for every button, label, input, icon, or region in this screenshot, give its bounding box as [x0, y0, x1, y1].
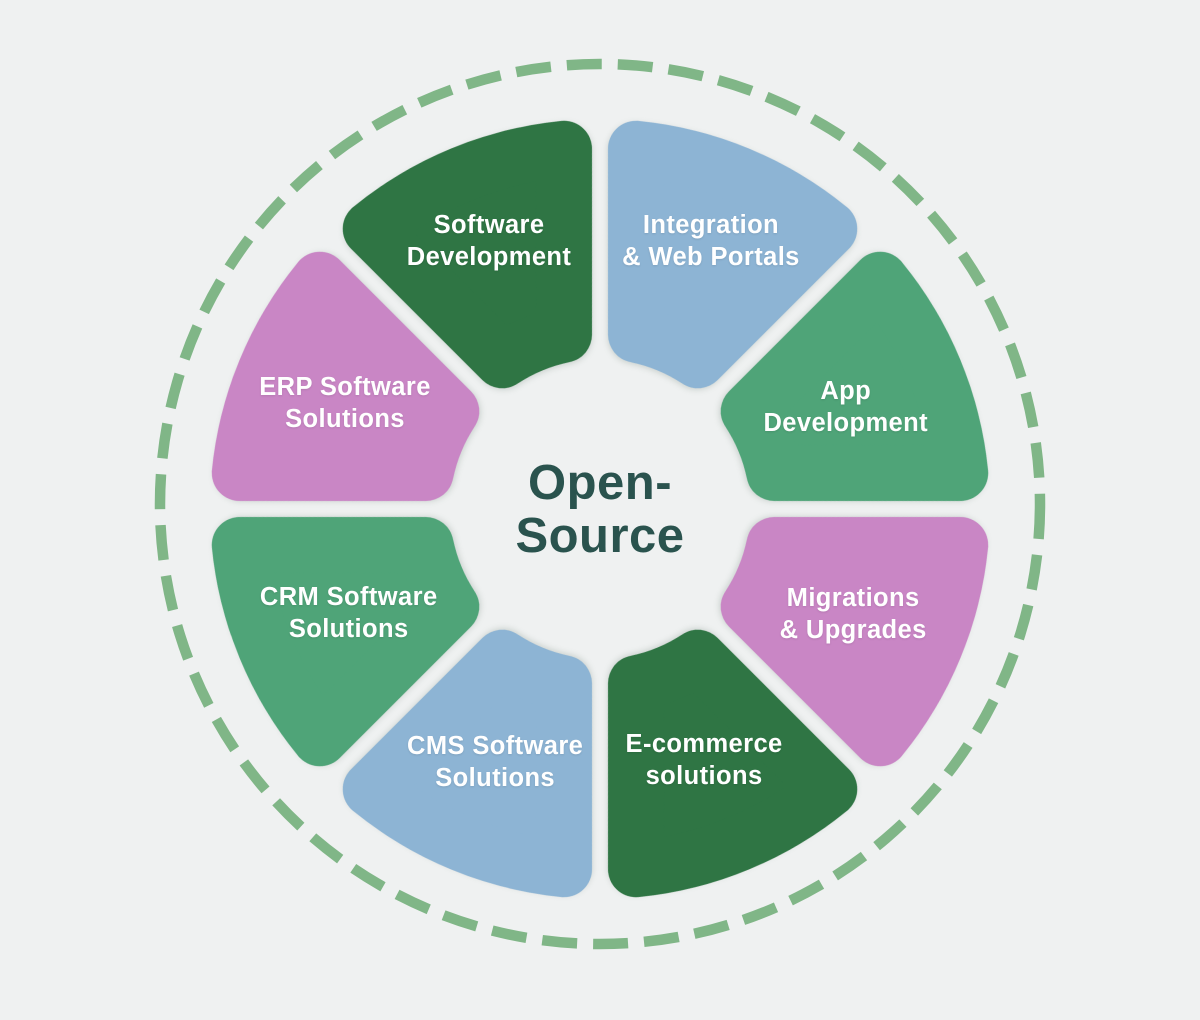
label-e-commerce-solutions: E-commerce solutions — [625, 730, 783, 791]
dashed-ring — [154, 58, 1046, 950]
label-migrations-upgrades: Migrations & Upgrades — [779, 583, 927, 644]
petal-erp-software-solutions — [211, 251, 480, 502]
label-software-development: Software Development — [406, 211, 572, 272]
petal-crm-software-solutions — [211, 516, 480, 767]
petal-e-commerce-solutions — [607, 629, 858, 898]
label-crm-software-solutions: CRM Software Solutions — [259, 583, 438, 644]
petal-cms-software-solutions — [342, 629, 593, 898]
petal-migrations-upgrades — [720, 516, 989, 767]
label-erp-software-solutions: ERP Software Solutions — [259, 373, 431, 434]
center-title: Open- Source — [515, 456, 685, 563]
petal-app-development — [720, 251, 989, 502]
petal-integration-web-portals — [607, 120, 858, 389]
petal-software-development — [342, 120, 593, 389]
label-cms-software-solutions: CMS Software Solutions — [407, 732, 584, 793]
label-app-development: App Development — [763, 377, 929, 438]
label-integration-web-portals: Integration & Web Portals — [622, 211, 800, 272]
